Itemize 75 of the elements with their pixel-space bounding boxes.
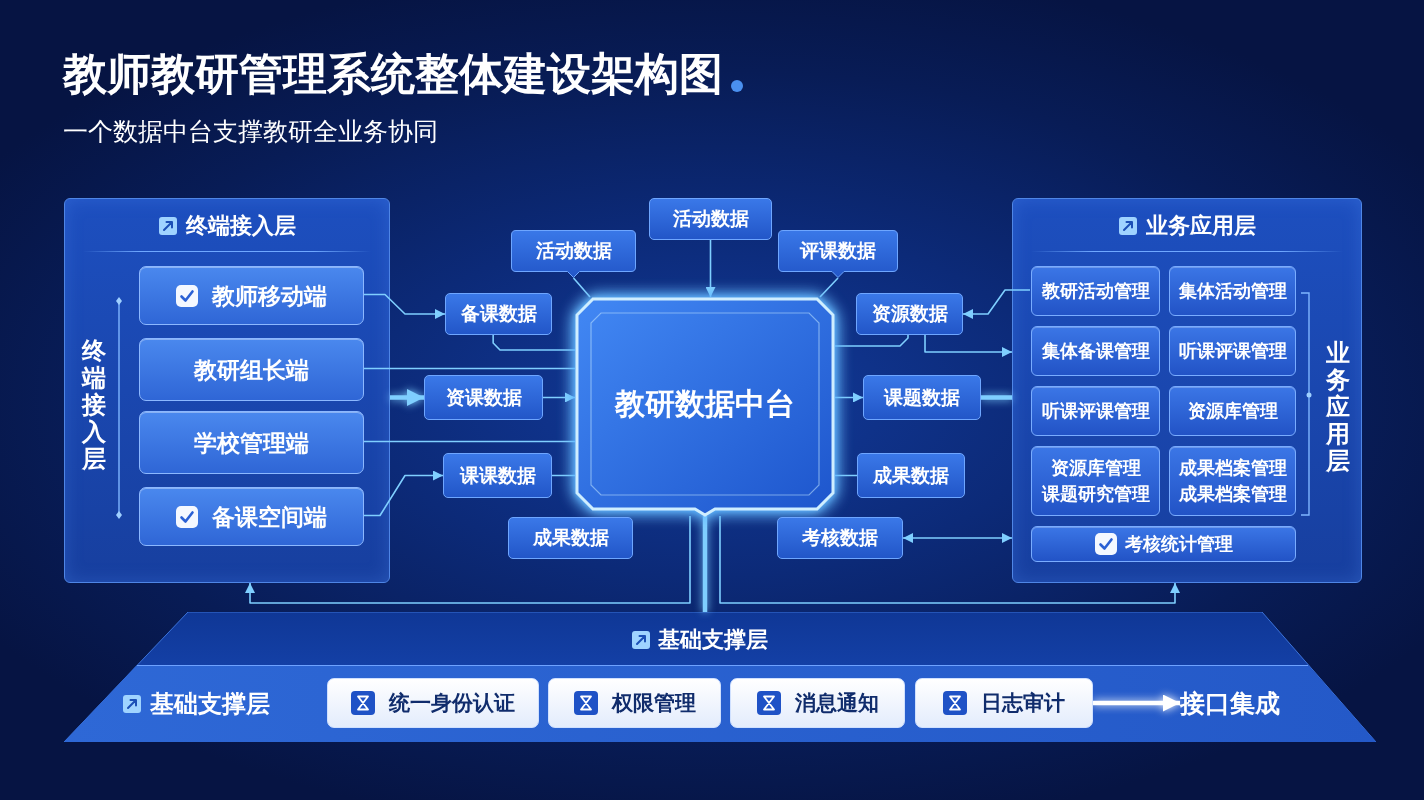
node-label: 课题研究管理 [1041,483,1150,506]
data-tag: 成果数据 [508,517,633,559]
connector-line [819,277,839,298]
node-label: 资源库管理 [1050,457,1141,480]
arrow [390,389,424,406]
band-heading: 基础支撑层 [150,689,270,719]
callout-tag: 评课数据 [778,230,898,278]
connector-line [572,277,591,298]
service-box [730,678,905,728]
connector-line [362,440,576,443]
terminal-box: 学校管理端 [139,411,364,474]
connector-line [362,367,576,370]
terminal-box: 教研组长端 [139,338,364,401]
data-tag: 考核数据 [777,517,903,559]
arrow [362,470,444,517]
double-arrow [902,533,1013,543]
side-label: 终端接入层 [81,337,107,472]
module-box: 集体活动管理 [1169,266,1296,316]
module-box [1031,446,1160,516]
data-tag: 课题数据 [863,375,981,420]
terminal-box [139,487,364,546]
arrow [705,239,716,298]
arrow [245,515,691,604]
data-tag: 活动数据 [649,198,772,240]
module-box: 教研活动管理 [1031,266,1160,316]
hub-panel: 教研数据中台 [575,297,835,516]
module-box: 资源库管理 [1169,386,1296,436]
node-label: 考核统计管理 [1124,533,1233,556]
arrow [834,392,864,403]
node-label: 成果档案管理 [1178,483,1287,506]
service-box [915,678,1093,728]
service-box [548,678,721,728]
panel-heading: 终端接入层 [185,212,296,240]
node-label: 统一身份认证 [389,690,515,716]
data-tag: 资课数据 [424,375,543,420]
platform-heading: 基础支撑层 [658,626,768,654]
subtitle: 一个数据中台支撑教研全业务协同 [63,116,438,147]
panel-heading: 业务应用层 [1145,212,1256,240]
module-box: 集体备课管理 [1031,326,1160,376]
module-box: 听课评课管理 [1169,326,1296,376]
service-box [327,678,539,728]
arrow [1093,694,1180,712]
connector-line [551,474,576,477]
connector-line [702,516,708,612]
arrow [924,334,1013,357]
node-label: 权限管理 [611,690,696,716]
callout-tag: 活动数据 [511,230,636,278]
platform [64,612,1376,742]
arrow [719,515,1180,604]
arrow [362,293,446,319]
data-tag: 课课数据 [443,453,552,498]
node-label: 成果档案管理 [1178,457,1287,480]
module-box [1031,526,1296,562]
connector-line [492,334,576,351]
arrow [962,289,1031,319]
connector-line [981,395,1012,400]
arrow [542,392,576,403]
layer-panel [1012,198,1362,583]
layer-panel [64,198,390,583]
terminal-box [139,266,364,325]
connector-line [834,334,909,347]
node-label: 接口集成 [1180,687,1280,719]
node-label: 教师移动端 [212,281,327,311]
node-label: 消息通知 [794,690,879,716]
node-label: 备课空间端 [212,502,327,532]
module-box [1169,446,1296,516]
module-box: 听课评课管理 [1031,386,1160,436]
node-label: 日志审计 [981,690,1065,716]
title: 教师教研管理系统整体建设架构图 [63,48,723,100]
connector-line [834,474,858,477]
side-label: 业务应用层 [1325,339,1351,474]
data-tag: 备课数据 [445,293,552,335]
band [64,665,1376,742]
data-tag: 资源数据 [856,293,963,335]
data-tag: 成果数据 [857,453,965,498]
